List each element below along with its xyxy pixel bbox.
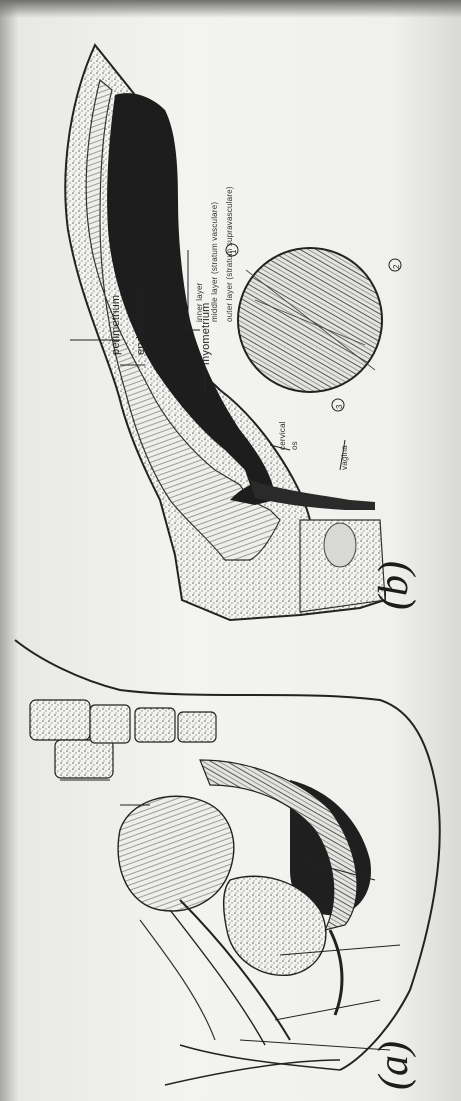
magnified-myometrium-circle (226, 244, 401, 411)
layer-label-middle: middle layer (stratum vasculare) (210, 202, 219, 322)
layer-label-outer: outer layer (stratum supravasculare) (225, 186, 234, 322)
label-cervical: cervical (278, 421, 287, 450)
layer-label-inner: inner layer (195, 282, 204, 322)
label-vagina: vagina (340, 445, 349, 470)
label-perimetrium: perimetrium (110, 295, 122, 355)
pelvis-section (15, 640, 440, 1085)
circle-marker-3: 3 (335, 404, 344, 409)
circle-marker-2: 2 (392, 264, 401, 269)
circle-marker-1: 1 (229, 249, 238, 254)
label-cervical-cont: os (290, 441, 299, 450)
panel-letter-b: (b) (370, 561, 418, 610)
panel-letter-a: (a) (370, 1041, 418, 1090)
label-endometrium: endometrium (135, 289, 147, 355)
